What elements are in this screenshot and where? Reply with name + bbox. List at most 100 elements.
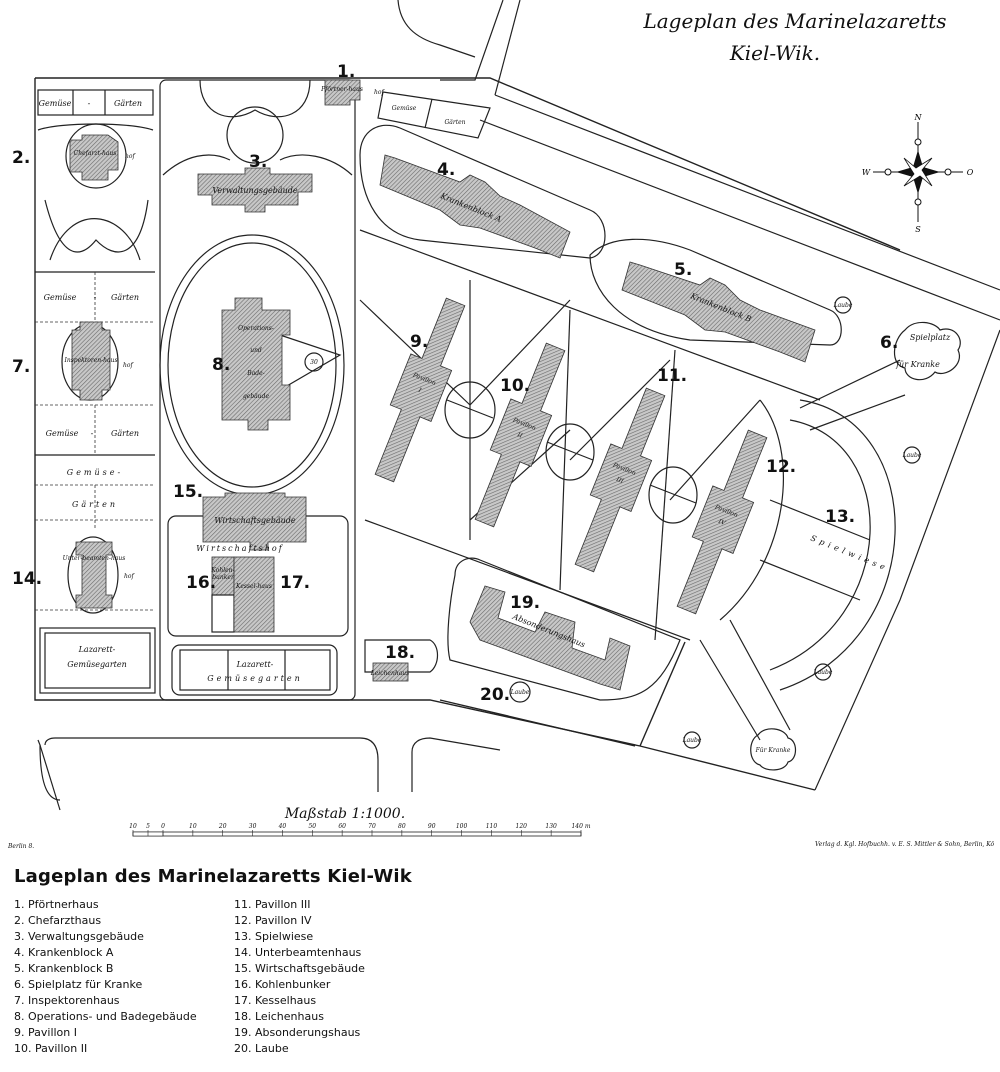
label-lazarett-1: Lazarett-	[78, 645, 116, 654]
number-markers: 1. 2. 3. 4. 5. 6. 7. 8. 9. 10. 11. 12. 1…	[12, 62, 898, 705]
legend-item: 20. Laube	[234, 1042, 289, 1055]
marker-6: 6.	[880, 333, 898, 353]
building-19-absonderungshaus	[469, 585, 631, 691]
legend-item: 10. Pavillon II	[14, 1042, 88, 1055]
compass-n: N	[914, 113, 923, 122]
legend-column-1: 1. Pförtnerhaus 2. Chefarzthaus 3. Verwa…	[14, 897, 234, 1057]
label-hof-4: hof	[124, 573, 135, 580]
marker-5: 5.	[674, 260, 692, 280]
marker-14: 14.	[12, 569, 42, 589]
legend-item: 3. Verwaltungsgebäude	[14, 930, 144, 943]
label-wirtschaftshof: Wirtschaftshof	[196, 544, 283, 553]
compass-w: W	[862, 168, 871, 177]
building-9-pavillon-i: Pavillon I	[374, 297, 466, 483]
building-5-krankenblock-b	[621, 261, 816, 363]
label-hof-1: hof	[374, 89, 385, 96]
building-3-verwaltungsgebaeude	[197, 167, 313, 213]
label-gaerten-3: Gärten	[111, 429, 139, 438]
label-inspektoren: Inspektoren-haus	[63, 357, 117, 364]
building-8-operations-badegebaeude	[221, 297, 291, 431]
label-dash-2: -	[94, 293, 97, 302]
building-11-pavillon-iii: Pavillon III	[574, 387, 666, 573]
label-dash-3: -	[91, 429, 94, 438]
left-garden-column: Gemüse - Gärten Gemüse - Gärten Gemüse -…	[35, 89, 156, 694]
label-spielwiese: Spielwiese	[809, 534, 890, 574]
marker-10: 10.	[500, 376, 530, 396]
label-verwaltung: Verwaltungsgebäude	[212, 186, 298, 195]
central-grounds: Lazarett- Gemüsegarten 30	[159, 79, 356, 701]
label-laube-3: Laube	[813, 669, 833, 676]
scale-tick-label: 60	[338, 823, 346, 830]
marker-20: 20.	[480, 685, 510, 705]
marker-18: 18.	[385, 643, 415, 663]
building-7-inspektorenhaus	[71, 321, 111, 401]
legend-item: 8. Operations- und Badegebäude	[14, 1010, 197, 1023]
legend-item: 9. Pavillon I	[14, 1026, 77, 1039]
fountain-mark: 30	[310, 359, 318, 366]
label-spielplatz: Spielplatz	[910, 333, 951, 342]
marker-9: 9.	[410, 332, 428, 352]
site-boundary	[34, 77, 901, 791]
scale-tick-label: 10	[189, 823, 197, 830]
marker-15: 15.	[173, 482, 203, 502]
left-credit: Berlin 8.	[7, 843, 34, 850]
scale-tick-label: 140 m	[571, 823, 590, 830]
building-10-pavillon-ii: Pavillon II	[474, 342, 566, 528]
marker-3: 3.	[249, 152, 267, 172]
label-pav-iv: IV	[716, 518, 726, 528]
publisher-credit: Verlag d. Kgl. Hofbuchh. v. E. S. Mittle…	[815, 841, 995, 848]
label-kohlen-line2: bunker	[212, 574, 235, 581]
label-laube-2: Laube	[902, 452, 922, 459]
map-title: Lageplan des Marinelazaretts Kiel-Wik.	[642, 9, 946, 65]
scale-tick-label: 0	[161, 823, 165, 830]
marker-1: 1.	[337, 62, 355, 82]
legend-item: 11. Pavillon III	[234, 898, 311, 911]
legend-title: Lageplan des Marinelazaretts Kiel-Wik	[14, 866, 412, 887]
legend-item: 2. Chefarzthaus	[14, 914, 102, 927]
legend: Lageplan des Marinelazaretts Kiel-Wik 1.…	[14, 866, 994, 1057]
marker-16: 16.	[186, 573, 216, 593]
label-kohlen: Kohlen-bunker	[210, 567, 235, 581]
scale-tick-label: 30	[249, 823, 257, 830]
scale-tick-label: 50	[308, 823, 316, 830]
marker-4: 4.	[437, 160, 455, 180]
legend-item: 15. Wirtschaftsgebäude	[234, 962, 365, 975]
label-operations-2: und	[250, 347, 262, 354]
label-kessel: Kessel-haus	[235, 583, 272, 590]
scale-tick-label: 40	[278, 823, 287, 830]
label-kohlen-line1: Kohlen-	[210, 567, 234, 574]
scale-tick-label: 130	[545, 823, 557, 830]
label-gaerten-2: Gärten	[111, 293, 139, 302]
compass-e: O	[967, 168, 974, 177]
map-title-line1: Lageplan des Marinelazaretts	[642, 9, 946, 33]
label-gemuese-1: Gemüse	[39, 99, 72, 108]
legend-item: 7. Inspektorenhaus	[14, 994, 120, 1007]
label-gemuese-3: Gemüse	[46, 429, 79, 438]
building-2-chefarzthaus	[69, 134, 119, 181]
building-14-unterbeamtenhaus	[75, 541, 113, 609]
building-18-leichenhaus	[372, 662, 409, 682]
legend-item: 1. Pförtnerhaus	[14, 898, 99, 911]
label-gemuesegarten-1: Gemüsegarten	[67, 660, 127, 669]
label-lazarett-2: Lazarett-	[236, 660, 274, 669]
marker-7: 7.	[12, 357, 30, 377]
scale-tick-label: 5	[146, 823, 150, 830]
label-pav-iii: III	[614, 476, 625, 486]
label-operations-4: gebäude	[243, 393, 270, 400]
legend-item: 13. Spielwiese	[234, 930, 314, 943]
label-wirtschaftsgebaeude: Wirtschaftsgebäude	[214, 516, 295, 525]
map-title-line2: Kiel-Wik.	[729, 41, 820, 65]
building-4-krankenblock-a	[379, 154, 571, 259]
legend-item: 12. Pavillon IV	[234, 914, 312, 927]
scale-tick-label: 80	[398, 823, 406, 830]
scale-tick-label: 120	[516, 823, 528, 830]
legend-item: 6. Spielplatz für Kranke	[14, 978, 143, 991]
label-pav-i: I	[416, 386, 422, 394]
label-laube-4: Laube	[682, 737, 702, 744]
label-chefarzt: Chefarzt-haus	[74, 150, 117, 157]
label-fuer-kranke-laube: Für Kranke	[755, 747, 791, 754]
marker-11: 11.	[657, 366, 687, 386]
label-hof-3: hof	[123, 362, 134, 369]
pavilion-grounds	[359, 91, 961, 771]
